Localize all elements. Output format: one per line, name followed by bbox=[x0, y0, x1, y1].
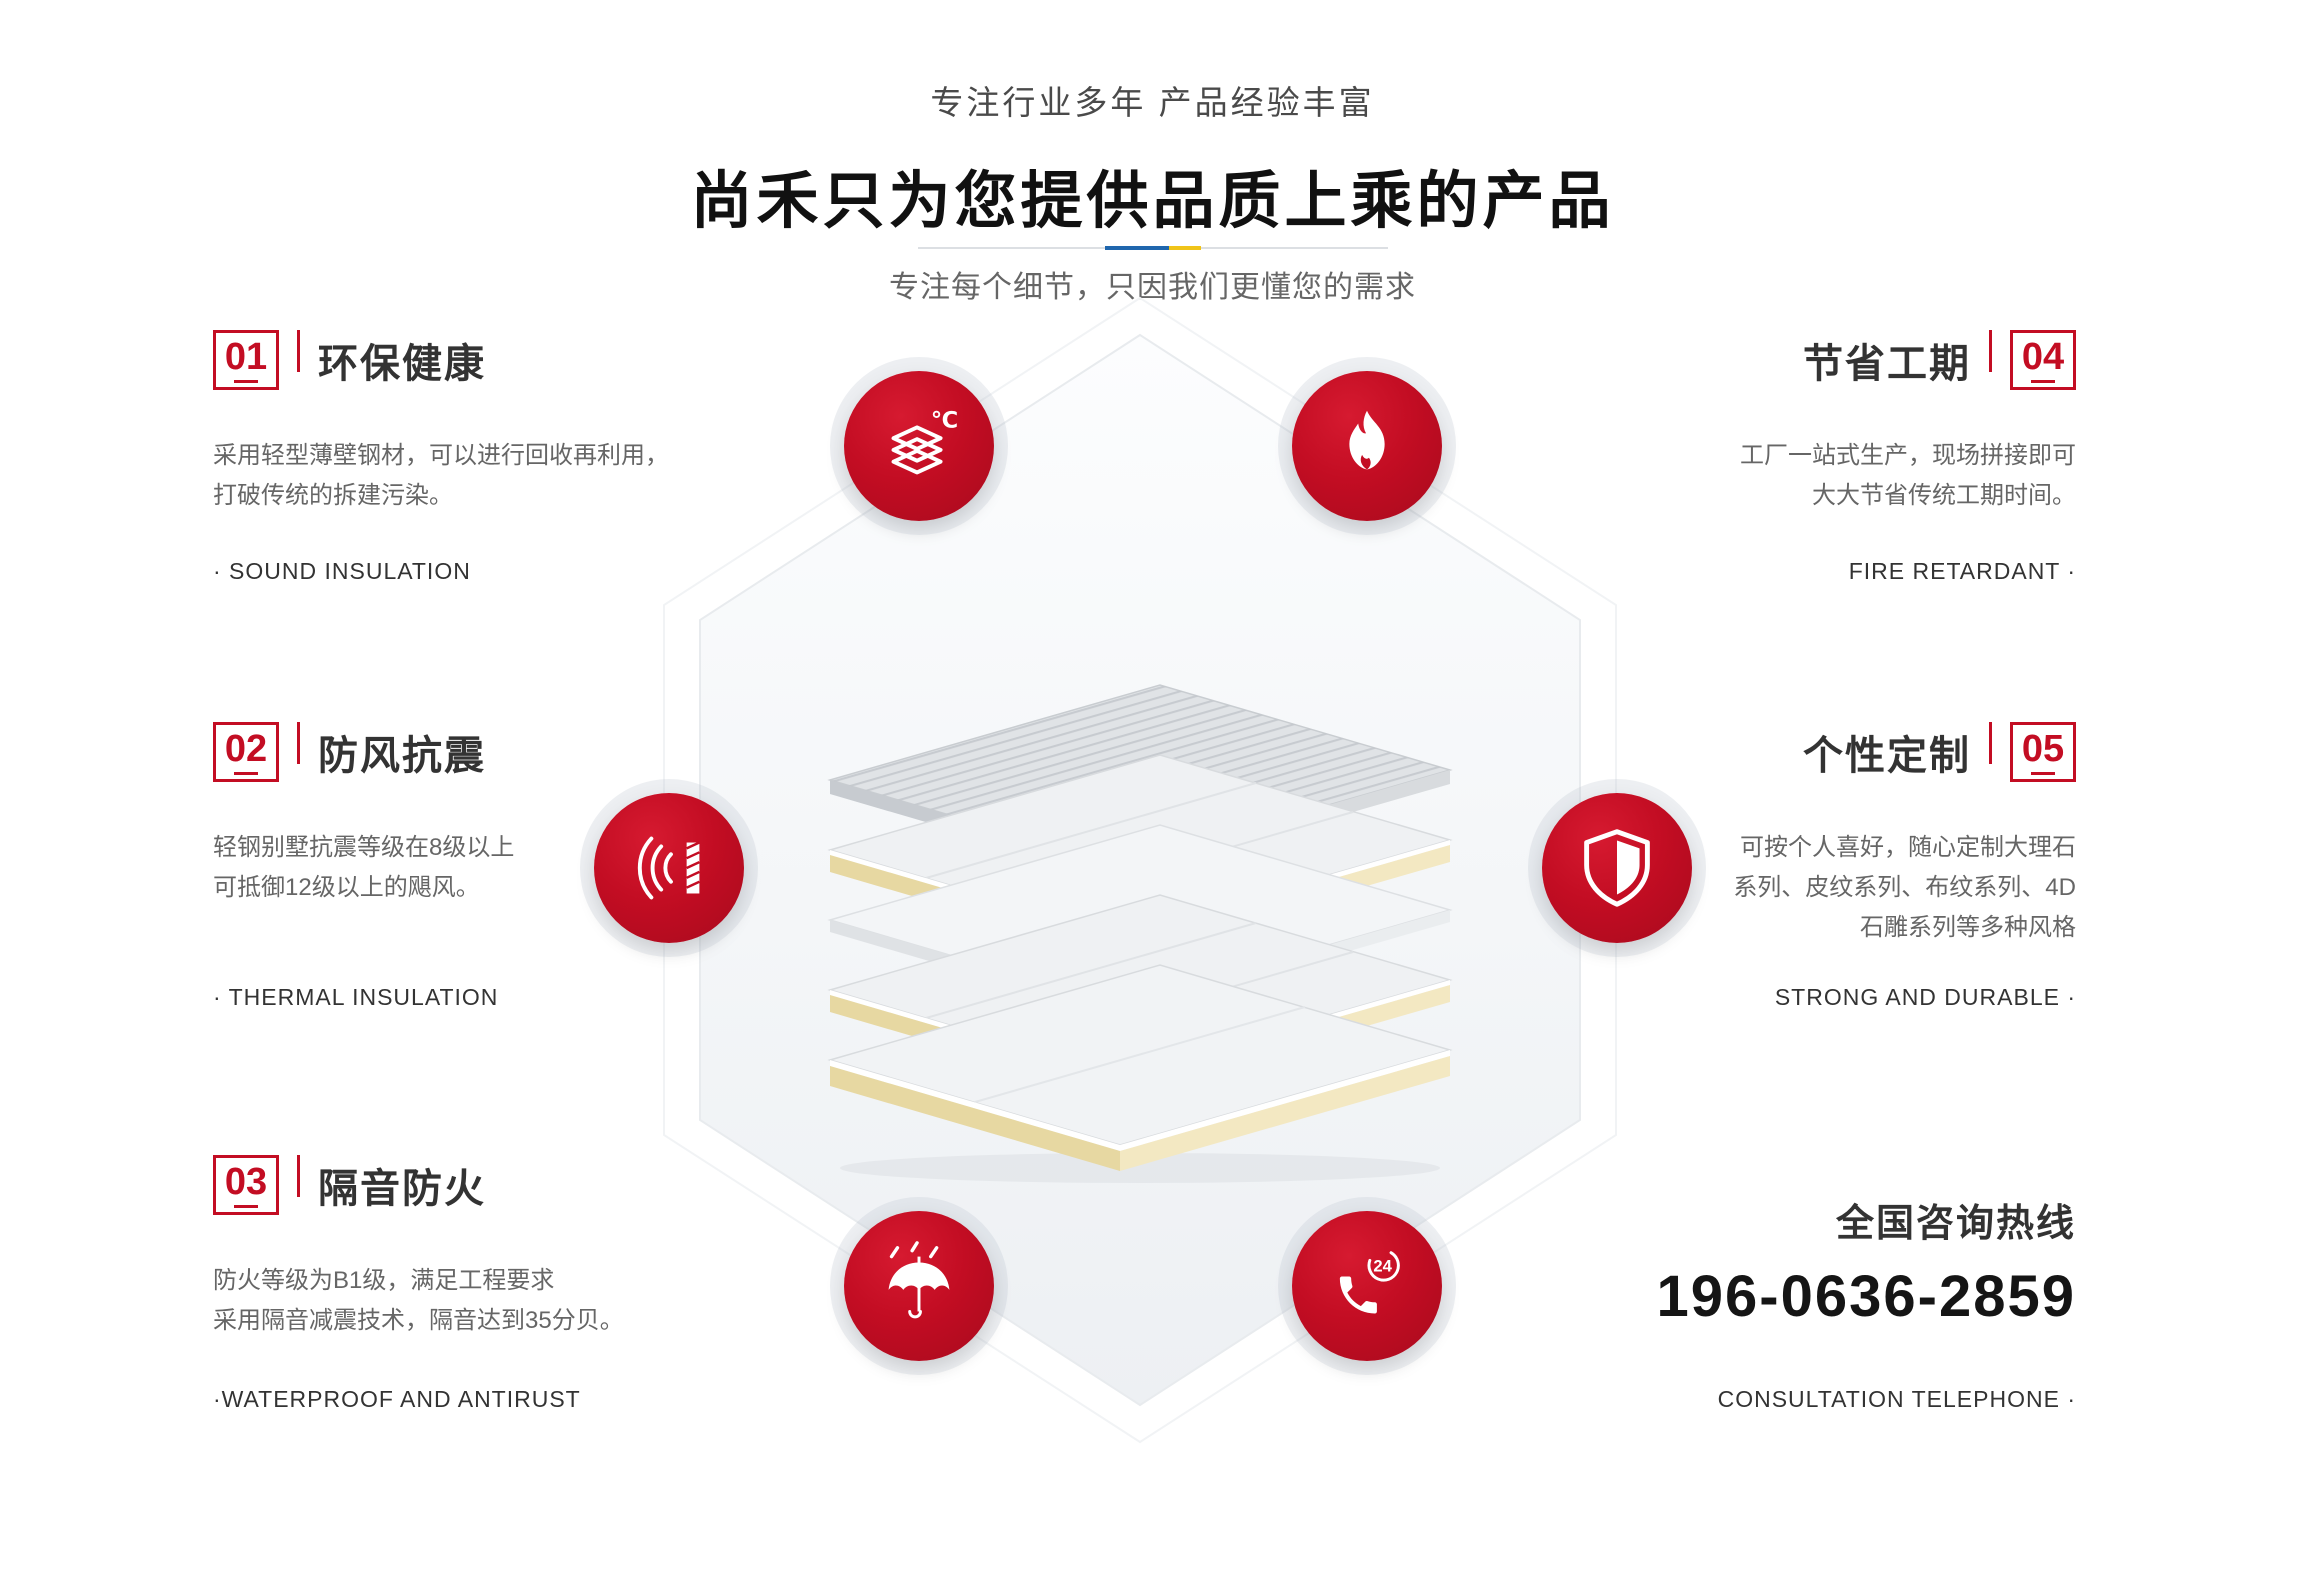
number-underline bbox=[234, 771, 258, 775]
number-underline bbox=[2031, 771, 2055, 775]
feature-tag-en: ·WATERPROOF AND ANTIRUST bbox=[213, 1386, 581, 1412]
feature-header: 节省工期 04 bbox=[1476, 330, 2076, 390]
red-tick bbox=[297, 1155, 300, 1197]
feature-description: 工厂一站式生产，现场拼接即可 大大节省传统工期时间。 bbox=[1476, 436, 2076, 516]
phone-24-icon: 24 bbox=[1292, 1211, 1442, 1361]
header-tagline: 专注行业多年 产品经验丰富 bbox=[930, 84, 1375, 121]
hotline-phone-number: 196-0636-2859 bbox=[1656, 1264, 2076, 1329]
description-line: 采用隔音减震技术，隔音达到35分贝。 bbox=[213, 1307, 624, 1334]
hotline-label: 全国咨询热线 bbox=[1835, 1203, 2076, 1245]
panel-layer-foam-base bbox=[827, 964, 1453, 1171]
feature-header: 01 环保健康 bbox=[213, 330, 813, 390]
header-subtitle: 专注每个细节，只因我们更懂您的需求 bbox=[889, 271, 1416, 304]
feature-title: 隔音防火 bbox=[318, 1167, 486, 1211]
feature-tag-en: FIRE RETARDANT · bbox=[1848, 558, 2076, 584]
feature-title: 节省工期 bbox=[1803, 342, 1971, 386]
description-line: 可抵御12级以上的飓风。 bbox=[213, 874, 480, 901]
feature-header: 03 隔音防火 bbox=[213, 1155, 813, 1215]
consultation-hotline: 全国咨询热线 196-0636-2859 CONSULTATION TELEPH… bbox=[1657, 1192, 2076, 1413]
description-line: 工厂一站式生产，现场拼接即可 bbox=[1740, 442, 2076, 469]
divider-blue-segment bbox=[1104, 246, 1169, 250]
umbrella-rain-icon bbox=[844, 1211, 994, 1361]
feature-header: 02 防风抗震 bbox=[213, 722, 813, 782]
number-underline bbox=[2031, 379, 2055, 383]
description-line: 防火等级为B1级，满足工程要求 bbox=[213, 1267, 555, 1294]
red-tick bbox=[1989, 722, 1992, 764]
feature-time-saving: 节省工期 04 工厂一站式生产，现场拼接即可 大大节省传统工期时间。 FIRE … bbox=[1476, 330, 2076, 585]
title-divider bbox=[917, 246, 1388, 250]
feature-number-box: 05 bbox=[2010, 722, 2076, 782]
number-underline bbox=[234, 1204, 258, 1208]
sandwich-panel-illustration bbox=[827, 684, 1453, 1183]
feature-description: 防火等级为B1级，满足工程要求 采用隔音减震技术，隔音达到35分贝。 bbox=[213, 1261, 813, 1341]
feature-number-box: 01 bbox=[213, 330, 279, 390]
feature-description: 轻钢别墅抗震等级在8级以上 可抵御12级以上的飓风。 bbox=[213, 828, 813, 908]
feature-description: 采用轻型薄壁钢材，可以进行回收再利用， 打破传统的拆建污染。 bbox=[213, 436, 813, 516]
divider-accent bbox=[1104, 246, 1201, 250]
sound-wave-icon bbox=[594, 793, 744, 943]
feature-number-box: 04 bbox=[2010, 330, 2076, 390]
red-tick bbox=[297, 330, 300, 372]
feature-number: 02 bbox=[224, 727, 268, 770]
celsius-glyph: ℃ bbox=[931, 407, 958, 432]
shield-icon bbox=[1542, 793, 1692, 943]
feature-number-box: 03 bbox=[213, 1155, 279, 1215]
feature-description: 可按个人喜好，随心定制大理石 系列、皮纹系列、布纹系列、4D 石雕系列等多种风格 bbox=[1476, 828, 2076, 948]
description-line: 打破传统的拆建污染。 bbox=[213, 482, 453, 509]
feature-tag-en: · SOUND INSULATION bbox=[213, 558, 471, 584]
description-line: 可按个人喜好，随心定制大理石 bbox=[1740, 834, 2076, 861]
feature-title: 环保健康 bbox=[318, 342, 486, 386]
description-line: 石雕系列等多种风格 bbox=[1860, 914, 2076, 941]
feature-number: 03 bbox=[224, 1160, 268, 1203]
page-title: 尚禾只为您提供品质上乘的产品 bbox=[690, 167, 1615, 236]
feature-title: 防风抗震 bbox=[318, 734, 486, 778]
description-line: 采用轻型薄壁钢材，可以进行回收再利用， bbox=[213, 442, 669, 469]
feature-number-box: 02 bbox=[213, 722, 279, 782]
feature-number: 01 bbox=[224, 335, 268, 378]
hotline-24-glyph: 24 bbox=[1373, 1256, 1392, 1275]
feature-tag-en: STRONG AND DURABLE · bbox=[1774, 984, 2076, 1010]
feature-header: 个性定制 05 bbox=[1476, 722, 2076, 782]
description-line: 系列、皮纹系列、布纹系列、4D bbox=[1733, 874, 2076, 901]
feature-title: 个性定制 bbox=[1803, 734, 1971, 778]
red-tick bbox=[297, 722, 300, 764]
feature-eco-health: 01 环保健康 采用轻型薄壁钢材，可以进行回收再利用， 打破传统的拆建污染。 ·… bbox=[213, 330, 813, 585]
description-line: 轻钢别墅抗震等级在8级以上 bbox=[213, 834, 515, 861]
number-underline bbox=[234, 379, 258, 383]
feature-customization: 个性定制 05 可按个人喜好，随心定制大理石 系列、皮纹系列、布纹系列、4D 石… bbox=[1476, 722, 2076, 1011]
feature-number: 04 bbox=[2021, 335, 2065, 378]
red-tick bbox=[1989, 330, 1992, 372]
feature-wind-quake: 02 防风抗震 轻钢别墅抗震等级在8级以上 可抵御12级以上的飓风。 · THE… bbox=[213, 722, 813, 1011]
thermal-layers-icon: ℃ bbox=[844, 371, 994, 521]
feature-sound-fire: 03 隔音防火 防火等级为B1级，满足工程要求 采用隔音减震技术，隔音达到35分… bbox=[213, 1155, 813, 1413]
divider-yellow-segment bbox=[1168, 246, 1201, 250]
description-line: 大大节省传统工期时间。 bbox=[1812, 482, 2076, 509]
flame-icon bbox=[1292, 371, 1442, 521]
feature-tag-en: · THERMAL INSULATION bbox=[213, 984, 499, 1010]
feature-number: 05 bbox=[2021, 727, 2065, 770]
hotline-tag-en: CONSULTATION TELEPHONE · bbox=[1717, 1386, 2076, 1412]
